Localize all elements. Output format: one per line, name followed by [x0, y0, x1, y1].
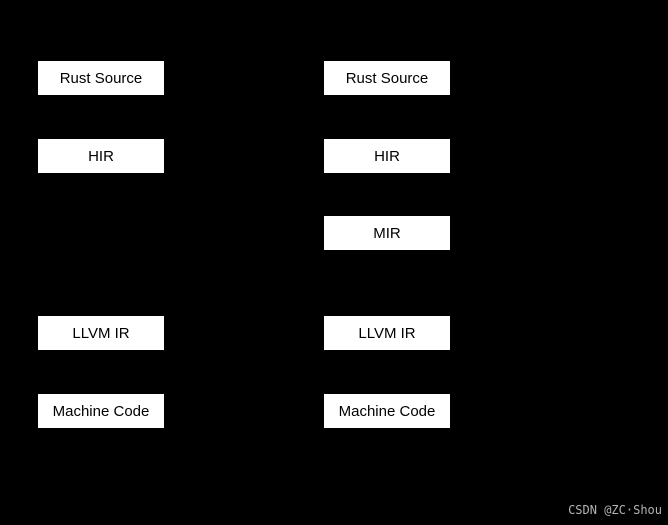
node-llvm-ir-right: LLVM IR: [324, 316, 450, 350]
node-label: LLVM IR: [358, 324, 416, 342]
watermark: CSDN @ZC·Shou: [568, 503, 662, 517]
node-label: Machine Code: [338, 402, 436, 420]
node-label: MIR: [373, 224, 401, 242]
node-hir-right: HIR: [324, 139, 450, 173]
node-label: HIR: [374, 147, 400, 165]
node-label: Rust Source: [345, 69, 429, 87]
node-rust-source-left: Rust Source: [38, 61, 164, 95]
node-label: LLVM IR: [72, 324, 130, 342]
node-hir-left: HIR: [38, 139, 164, 173]
node-llvm-ir-left: LLVM IR: [38, 316, 164, 350]
node-mir-right: MIR: [324, 216, 450, 250]
node-label: Rust Source: [59, 69, 143, 87]
node-rust-source-right: Rust Source: [324, 61, 450, 95]
node-machine-code-right: Machine Code: [324, 394, 450, 428]
node-label: HIR: [88, 147, 114, 165]
node-label: Machine Code: [52, 402, 150, 420]
node-machine-code-left: Machine Code: [38, 394, 164, 428]
